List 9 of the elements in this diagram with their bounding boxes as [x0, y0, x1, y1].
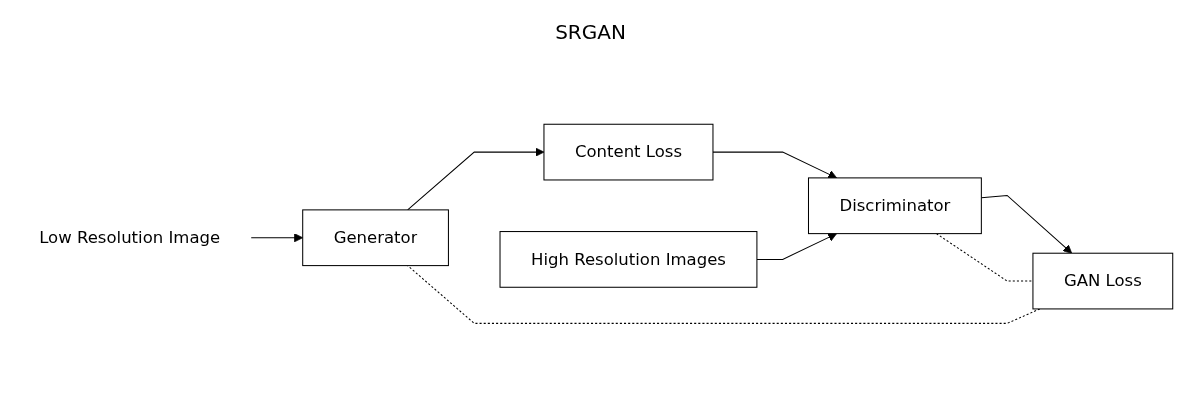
diagram-title: SRGAN [554, 20, 627, 44]
arrow [712, 151, 838, 179]
node-box: Generator [302, 209, 449, 267]
node-box: Content Loss [543, 123, 714, 181]
node-box: High Resolution Images [499, 231, 758, 288]
arrow [756, 233, 838, 261]
node-box: GAN Loss [1032, 252, 1174, 310]
node-box: Discriminator [807, 177, 982, 235]
node-text: Low Resolution Image [39, 227, 221, 248]
